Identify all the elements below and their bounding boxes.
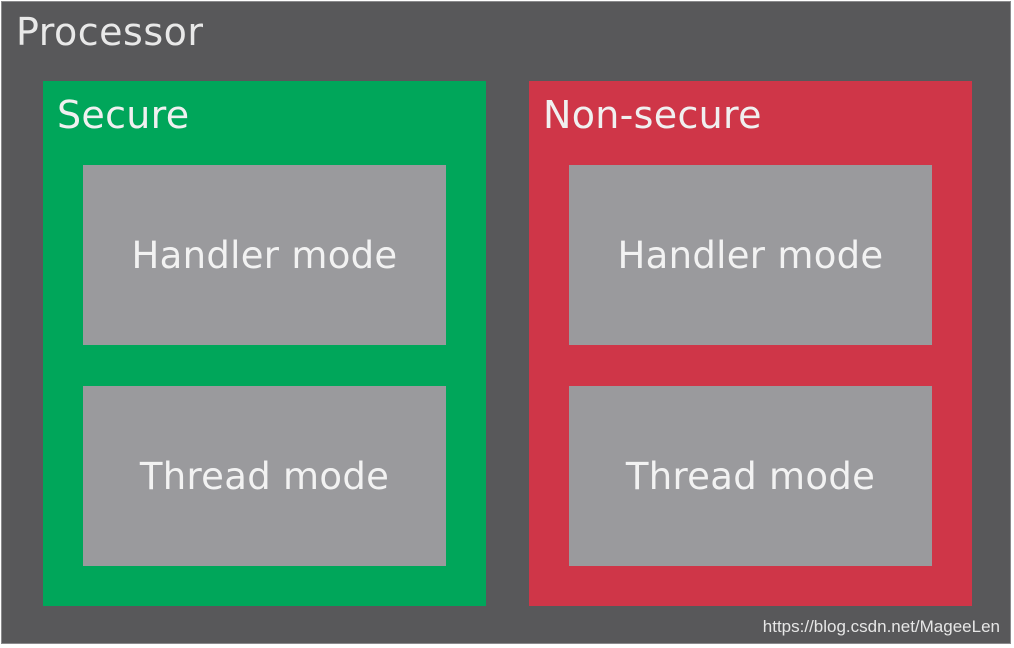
non-secure-thread-mode-box: Thread mode — [569, 386, 932, 566]
secure-handler-mode-box: Handler mode — [83, 165, 446, 345]
non-secure-thread-mode-label: Thread mode — [625, 454, 876, 498]
secure-thread-mode-box: Thread mode — [83, 386, 446, 566]
secure-thread-mode-label: Thread mode — [139, 454, 390, 498]
non-secure-world-title: Non-secure — [543, 93, 762, 137]
secure-world-title: Secure — [57, 93, 190, 137]
non-secure-handler-mode-label: Handler mode — [617, 233, 884, 277]
non-secure-world: Non-secure Handler mode Thread mode — [529, 81, 972, 606]
non-secure-handler-mode-box: Handler mode — [569, 165, 932, 345]
processor-title: Processor — [16, 10, 204, 54]
secure-world: Secure Handler mode Thread mode — [43, 81, 486, 606]
secure-handler-mode-label: Handler mode — [131, 233, 398, 277]
watermark-text: https://blog.csdn.net/MageeLen — [762, 617, 1000, 636]
